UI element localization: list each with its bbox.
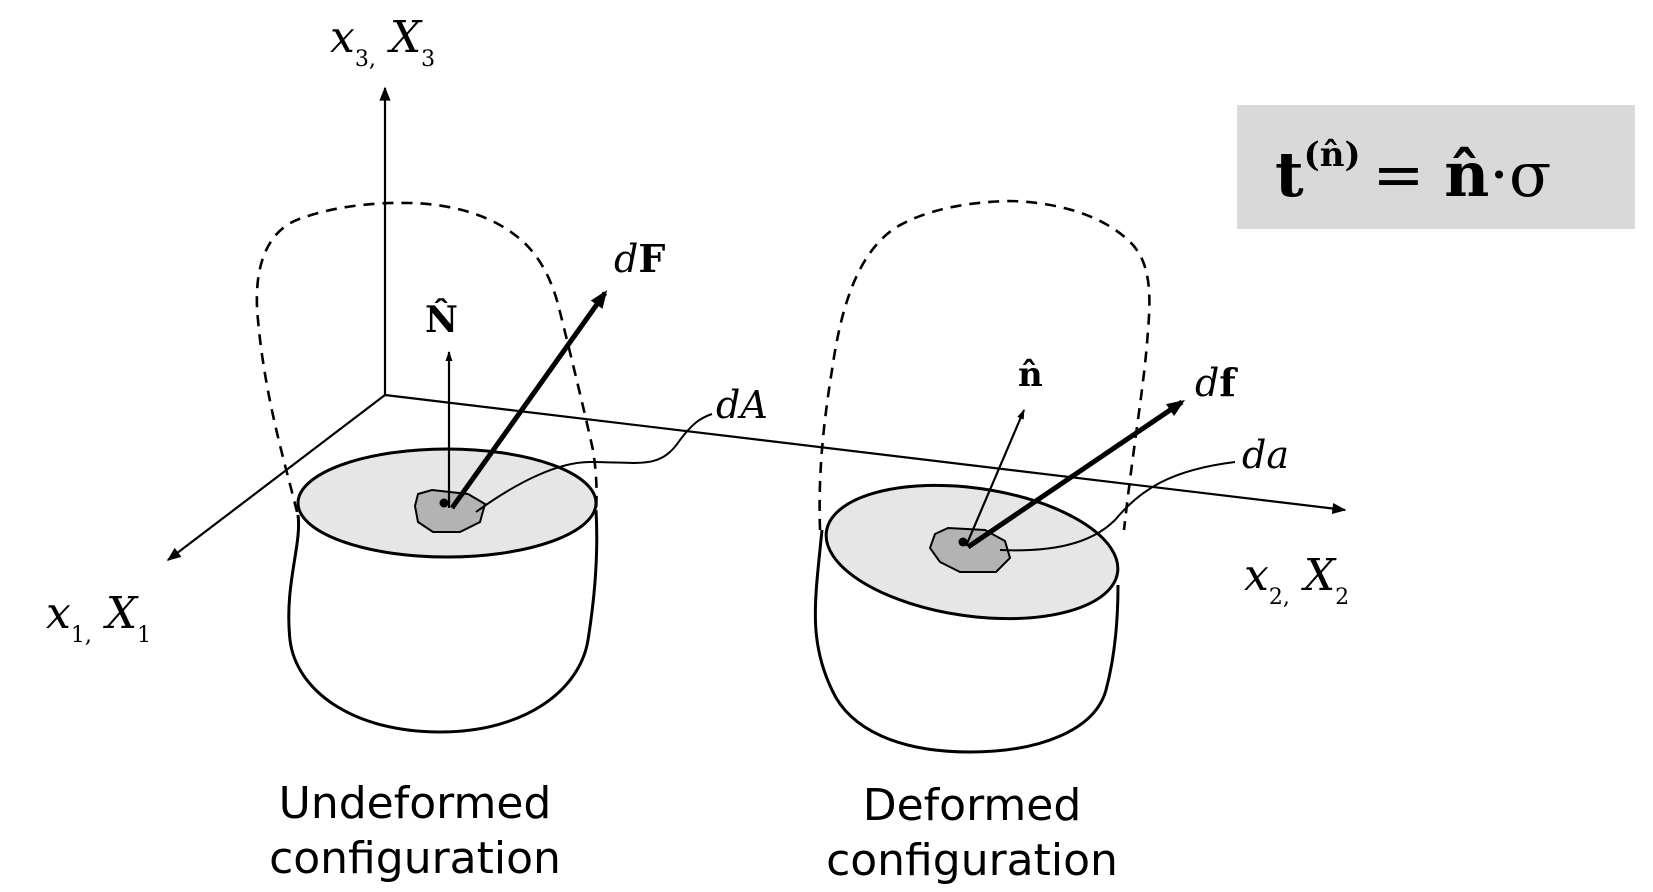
undeformed-force-label: dF (614, 236, 665, 281)
undeformed-body (255, 201, 713, 734)
undeformed-force-vector (449, 290, 608, 510)
equation-text: t(n̂) = n̂·σ (1275, 135, 1551, 211)
equation-superscript: (n̂) (1304, 135, 1361, 175)
undeformed-cylinder-wall (287, 509, 599, 734)
equation-normal: n̂ (1444, 138, 1489, 211)
deformed-area-label: da (1242, 433, 1289, 477)
undeformed-dashed-outline (255, 201, 598, 513)
deformed-body (813, 199, 1236, 754)
equation-box (1237, 105, 1635, 229)
traction-equation: t(n̂) = n̂·σ (1237, 105, 1635, 229)
undeformed-caption-line1: Undeformed (279, 778, 552, 829)
undeformed-material-point (439, 498, 449, 508)
equation-sigma: ·σ (1489, 138, 1551, 211)
deformed-normal-vector (964, 409, 1026, 547)
deformed-area-element (928, 526, 1012, 573)
deformed-dashed-outline (818, 199, 1151, 531)
x1-axis-label: x1,X1 (46, 588, 151, 648)
undeformed-caption-line2: configuration (269, 833, 561, 884)
deformed-cylinder-wall (813, 529, 1120, 754)
deformed-force-vector (966, 399, 1185, 550)
deformed-force-label: df (1195, 360, 1238, 405)
x2-axis (384, 393, 1347, 515)
deformed-material-point (958, 537, 968, 547)
deformed-normal-label: n̂ (1018, 355, 1043, 395)
equation-lhs: t (1275, 138, 1304, 211)
equation-equals: = (1373, 138, 1445, 211)
deformed-caption-line1: Deformed (863, 780, 1082, 831)
x1-axis (166, 394, 386, 561)
undeformed-normal-label: N̂ (425, 298, 458, 341)
x3-axis-label: x3,X3 (330, 12, 435, 72)
deformed-area-leader (999, 461, 1236, 552)
undeformed-area-leader (475, 413, 713, 513)
axes (166, 86, 1347, 561)
deformed-caption-line2: configuration (826, 835, 1118, 886)
undeformed-area-label: dA (716, 383, 768, 427)
x2-axis-label: x2,X2 (1244, 550, 1349, 610)
